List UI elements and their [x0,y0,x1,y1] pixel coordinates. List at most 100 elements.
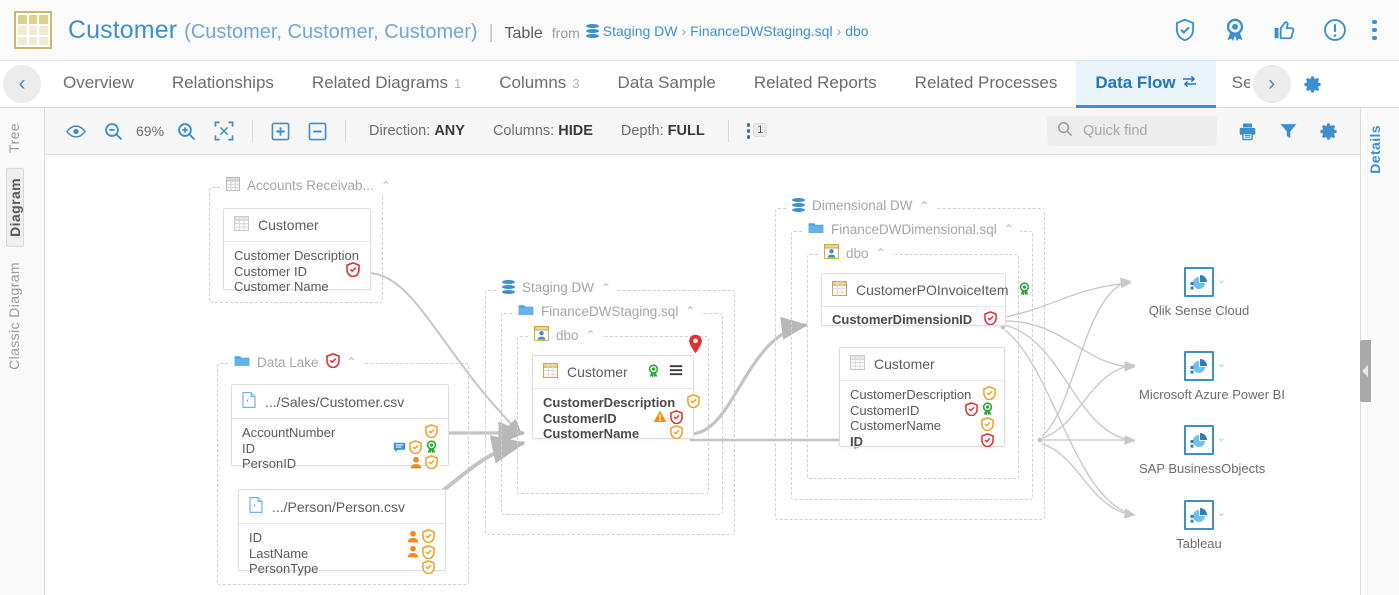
group-accounts-receivable[interactable]: Accounts Receivab... ⌃ Customer Customer… [209,177,397,303]
tabs-scroll-right-button[interactable]: › [1249,61,1294,107]
shield-check-icon[interactable] [1172,17,1198,43]
column-row[interactable]: CustomerDescription [543,394,701,411]
fit-to-screen-icon[interactable] [205,116,243,146]
search-input[interactable] [1047,116,1217,146]
tab-security[interactable]: Se [1216,61,1250,108]
node-title[interactable]: CustomerPOInvoiceItem [822,274,1029,307]
tab-data-sample[interactable]: Data Sample [599,61,735,108]
depth-option[interactable]: Depth: FULL [607,123,719,139]
tab-relationships[interactable]: Relationships [153,61,293,108]
group-data-lake[interactable]: Data Lake ⌃ .../Sales/Customer.csv Accou… [217,353,469,585]
gear-icon[interactable] [1294,61,1334,107]
breadcrumb-item-1[interactable]: FinanceDWStaging.sql [690,22,833,39]
group-dimensional-file[interactable]: FinanceDWDimensional.sql ⌃ dbo ⌃ [791,221,1033,500]
group-header[interactable]: dbo ⌃ [528,326,602,344]
sidebar-item-details[interactable]: Details [1367,125,1383,174]
group-staging-file[interactable]: FinanceDWStaging.sql ⌃ dbo ⌃ [501,303,723,515]
tabs-scroll-left-button[interactable]: ‹ [0,61,44,107]
column-row[interactable]: Customer ID [234,262,360,280]
sidebar-item-tree[interactable]: Tree [6,123,22,153]
chevron-down-icon[interactable]: ⌄ [1216,507,1226,519]
column-row[interactable]: Customer Name [234,279,360,295]
eye-icon[interactable] [57,116,95,146]
bi-node-sap-businessobjects[interactable]: ⌄ SAP BusinessObjects [1139,425,1265,476]
zoom-in-icon[interactable] [168,116,205,146]
gear-icon[interactable] [1311,116,1348,146]
node-title[interactable]: Customer [224,209,370,242]
chevron-up-icon[interactable]: ⌃ [875,246,886,260]
column-row[interactable]: CustomerDimensionID [832,311,997,328]
zoom-out-icon[interactable] [95,116,132,146]
node-customer-po-invoice-item[interactable]: CustomerPOInvoiceItem CustomerDimensionI… [821,273,1029,328]
group-header[interactable]: Dimensional DW ⌃ [786,198,936,213]
more-options-icon[interactable] [1372,19,1377,41]
bi-node-qlik-sense-cloud[interactable]: ⌄ Qlik Sense Cloud [1139,267,1259,318]
group-header[interactable]: FinanceDWDimensional.sql ⌃ [802,221,1020,237]
group-staging-schema[interactable]: dbo ⌃ Customer [517,326,709,494]
node-title[interactable]: .../Person/Person.csv [239,490,445,524]
column-row[interactable]: ID [850,432,994,450]
node-title[interactable]: Customer [533,356,693,389]
direction-option[interactable]: Direction: ANY [355,123,479,139]
column-row[interactable]: PersonID [242,455,438,472]
breadcrumb[interactable]: Staging DW › FinanceDWStaging.sql › dbo [585,22,869,39]
breadcrumb-item-0[interactable]: Staging DW [602,22,678,39]
column-row[interactable]: LastName [249,544,435,562]
tab-related-processes[interactable]: Related Processes [896,61,1077,108]
quick-find-field[interactable] [1081,122,1201,140]
column-row[interactable]: ID [242,439,438,457]
warning-circle-icon[interactable] [1322,17,1348,43]
certification-ribbon-icon[interactable] [1222,17,1248,43]
collapse-all-icon[interactable] [299,116,336,146]
chevron-up-icon[interactable]: ⌃ [585,328,596,342]
group-header[interactable]: Data Lake ⌃ [228,353,363,371]
group-header[interactable]: dbo ⌃ [818,244,892,262]
node-dim-customer[interactable]: Customer CustomerDescription CustomerID [839,347,1005,450]
column-row[interactable]: CustomerName [543,425,683,442]
group-header[interactable]: Staging DW ⌃ [496,280,618,295]
column-row[interactable]: PersonType [249,560,435,577]
expand-all-icon[interactable] [262,116,299,146]
tab-related-diagrams[interactable]: Related Diagrams 1 [293,61,480,108]
hamburger-menu-icon[interactable] [669,364,683,380]
column-row[interactable]: AccountNumber [242,424,438,441]
node-title[interactable]: Customer [840,348,1004,381]
sidebar-item-diagram[interactable]: Diagram [6,167,24,247]
chevron-up-icon[interactable]: ⌃ [685,304,696,318]
chevron-down-icon[interactable]: ⌄ [1216,274,1226,286]
column-row[interactable]: CustomerName [850,417,994,434]
column-row[interactable]: CustomerID [850,401,994,419]
more-filters-button[interactable]: 1 [738,116,777,146]
chevron-up-icon[interactable]: ⌃ [380,178,391,193]
chevron-up-icon[interactable]: ⌃ [919,198,930,213]
node-ar-customer[interactable]: Customer Customer Description Customer I… [223,208,371,294]
chevron-up-icon[interactable]: ⌃ [601,280,612,295]
bi-node-microsoft-azure-power-bi[interactable]: ⌄ Microsoft Azure Power BI [1139,351,1285,402]
tab-columns[interactable]: Columns 3 [480,61,598,108]
tab-data-flow[interactable]: Data Flow [1076,61,1216,108]
group-header[interactable]: FinanceDWStaging.sql ⌃ [512,303,702,319]
breadcrumb-item-2[interactable]: dbo [845,22,869,39]
chevron-up-icon[interactable]: ⌃ [346,355,357,369]
print-icon[interactable] [1229,116,1266,146]
chevron-up-icon[interactable]: ⌃ [1003,222,1014,236]
data-flow-canvas[interactable]: Accounts Receivab... ⌃ Customer Customer… [45,155,1360,595]
node-staging-customer[interactable]: Customer CustomerDescription CustomerI [532,334,702,442]
column-row[interactable]: CustomerDescription [850,386,997,403]
tab-related-reports[interactable]: Related Reports [735,61,896,108]
location-pin-red-icon[interactable] [688,334,703,359]
node-title[interactable]: .../Sales/Customer.csv [232,385,448,419]
thumbs-up-icon[interactable] [1272,17,1298,43]
group-staging-dw[interactable]: Staging DW ⌃ FinanceDWStaging.sql ⌃ dbo … [485,280,735,535]
columns-option[interactable]: Columns: HIDE [479,123,607,139]
chevron-down-icon[interactable]: ⌄ [1216,358,1226,370]
group-dimensional-dw[interactable]: Dimensional DW ⌃ FinanceDWDimensional.sq… [775,198,1045,520]
node-person-person-csv[interactable]: .../Person/Person.csv ID LastName [238,489,446,576]
details-panel-toggle-handle[interactable] [1360,340,1371,402]
filter-icon[interactable] [1270,116,1307,146]
group-header[interactable]: Accounts Receivab... ⌃ [220,177,397,194]
chevron-down-icon[interactable]: ⌄ [1216,432,1226,444]
sidebar-item-classic-diagram[interactable]: Classic Diagram [6,261,22,370]
tab-overview[interactable]: Overview [44,61,153,108]
column-row[interactable]: Customer Description [234,248,360,264]
